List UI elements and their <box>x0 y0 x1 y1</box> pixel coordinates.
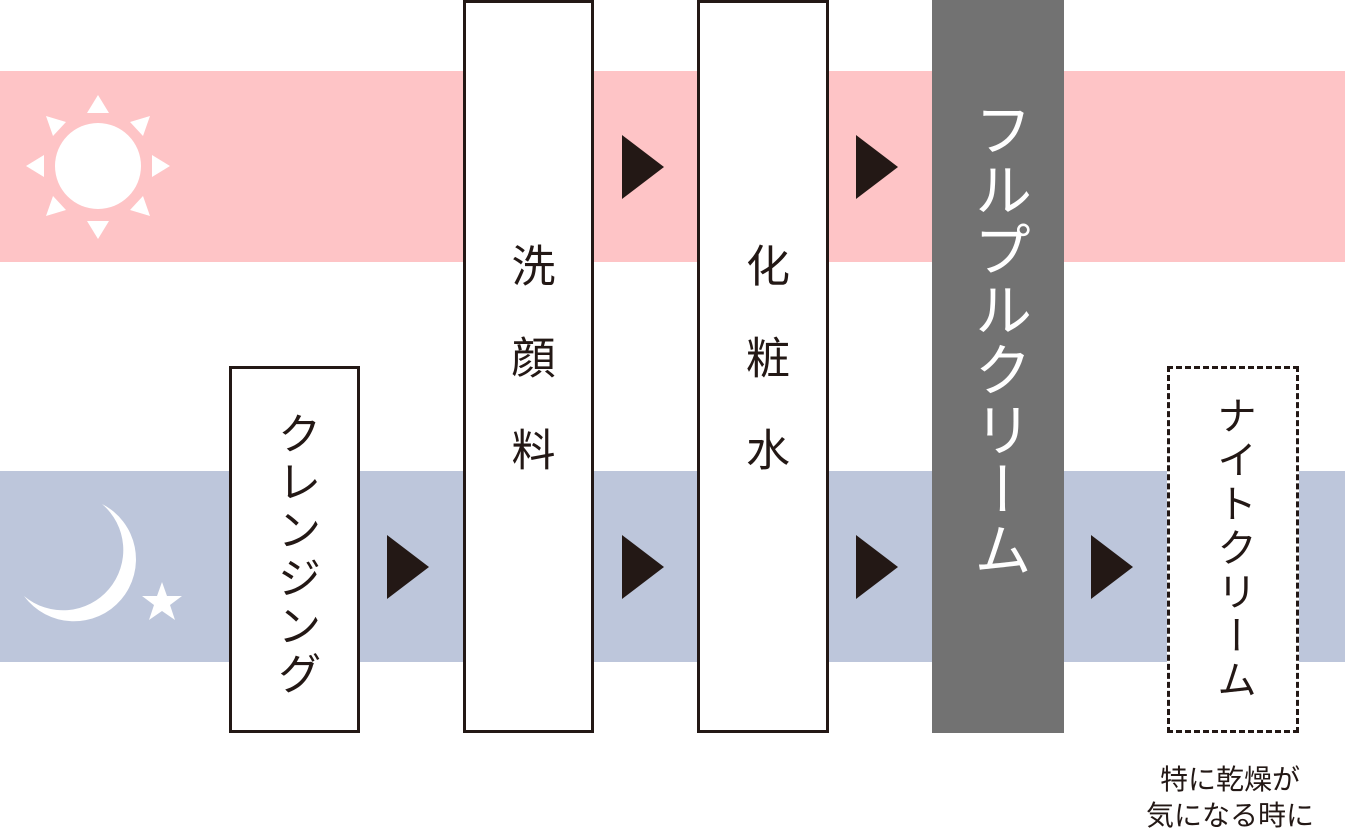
night-arrow-cleansing-to-face-wash <box>387 535 431 599</box>
day-arrow-toner-to-cream <box>856 135 900 199</box>
day-arrow-face-wash-to-toner <box>622 135 666 199</box>
night-cream-note: 特に乾燥が 気になる時に <box>1130 762 1330 834</box>
step-fullpull-cream-box: フルプルクリーム <box>932 0 1064 733</box>
step-cleansing-box: クレンジング <box>229 366 360 733</box>
note-line-1: 特に乾燥が <box>1159 763 1300 796</box>
step-cleansing-label: クレンジング <box>269 411 321 699</box>
step-toner-box: 化粧水 <box>697 0 829 733</box>
day-row-band <box>0 71 1345 262</box>
step-face-wash-label: 洗顔料 <box>503 243 555 519</box>
step-toner-label: 化粧水 <box>738 243 789 519</box>
night-arrow-face-wash-to-toner <box>622 535 666 599</box>
step-night-cream-label: ナイトクリーム <box>1210 395 1256 703</box>
step-face-wash-box: 洗顔料 <box>463 0 594 733</box>
night-arrow-toner-to-cream <box>856 535 900 599</box>
moon-with-star-icon <box>20 500 190 630</box>
note-line-2: 気になる時に <box>1145 799 1314 832</box>
step-night-cream-box: ナイトクリーム <box>1167 366 1299 733</box>
sun-icon <box>22 93 174 245</box>
night-row-band <box>0 471 1345 662</box>
night-arrow-cream-to-night-cream <box>1091 535 1135 599</box>
step-fullpull-cream-label: フルプルクリーム <box>964 100 1032 580</box>
